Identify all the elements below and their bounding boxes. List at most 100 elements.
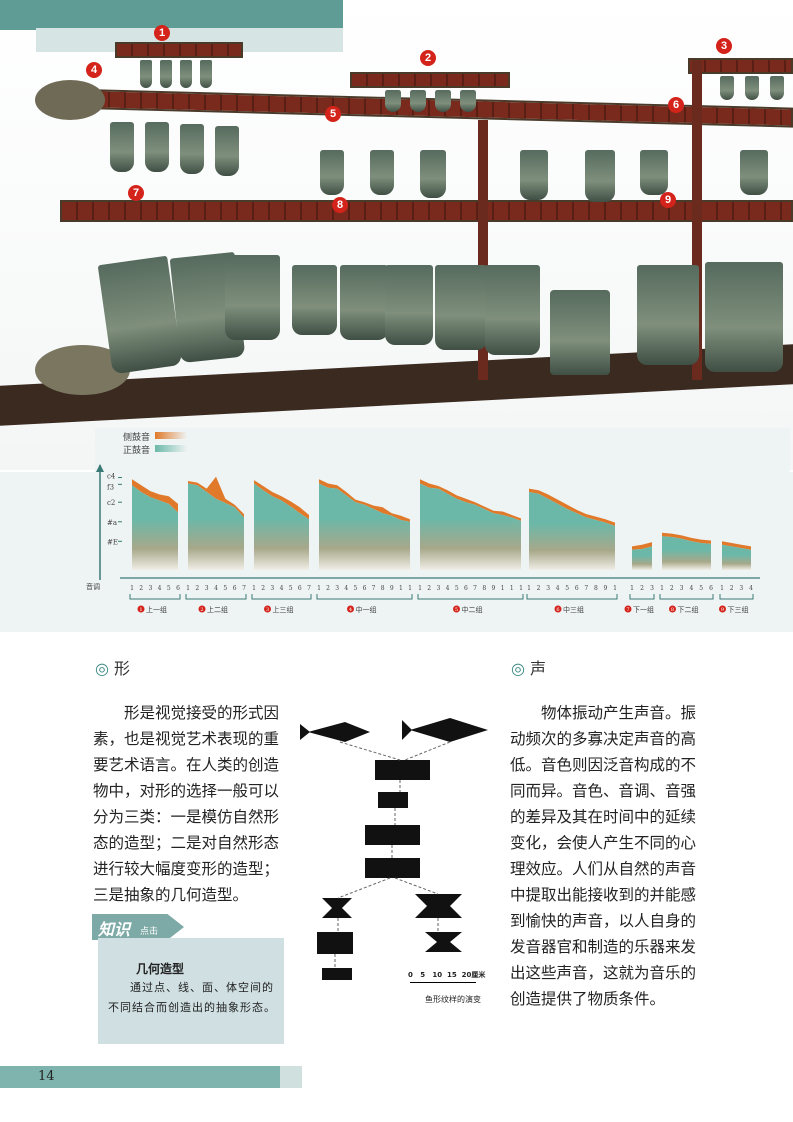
front-drum-area [722, 544, 751, 570]
x-tick-label: 9 [604, 585, 608, 592]
x-tick-label: 7 [242, 585, 246, 592]
x-tick-label: 5 [565, 585, 569, 592]
group-label: 中一组 [356, 605, 377, 614]
front-drum-area [662, 536, 711, 570]
group-bracket [629, 594, 655, 600]
post [478, 120, 488, 380]
x-tick-label: 9 [492, 585, 496, 592]
x-tick-label: 6 [464, 585, 468, 592]
x-tick-label: 6 [176, 585, 180, 592]
legend-front-swatch [155, 445, 187, 452]
side-drum-area [722, 541, 751, 550]
x-tick-label: 1 [317, 585, 321, 592]
x-tick-label: 8 [482, 585, 486, 592]
y-tick-label: c2 [107, 499, 115, 507]
marker-6: 6 [668, 97, 684, 113]
x-tick-label: 5 [289, 585, 293, 592]
x-tick-label: 5 [223, 585, 227, 592]
tip-title: 几何造型 [136, 962, 185, 976]
group-bracket [659, 594, 714, 600]
group-bracket [719, 594, 754, 600]
front-drum-area [254, 483, 309, 570]
x-tick-label: 2 [537, 585, 541, 592]
tip-flag-sub: 点击 [140, 927, 159, 937]
group-marker [719, 605, 726, 613]
beam [115, 42, 243, 58]
group-bracket [129, 594, 181, 600]
circle-bullet-icon: ◎ [511, 659, 531, 678]
y-tick-label: c4 [107, 473, 116, 481]
x-tick-label: 7 [307, 585, 311, 592]
footer-accent [280, 1066, 302, 1088]
marker-1: 1 [154, 25, 170, 41]
group-bracket [526, 594, 618, 600]
x-tick-label: 1 [408, 585, 412, 592]
group-label: 上二组 [207, 605, 228, 614]
x-tick-label: 4 [749, 585, 753, 592]
group-marker [453, 605, 460, 613]
section-heading-sound: ◎ 声 [511, 659, 547, 678]
x-tick-label: 4 [214, 585, 218, 592]
x-tick-label: 3 [205, 585, 209, 592]
side-drum-area [420, 479, 521, 521]
group-marker-number: 6 [556, 607, 559, 613]
x-tick-label: 9 [390, 585, 394, 592]
tip-flag-label: 知识 [98, 920, 131, 939]
front-drum-area [319, 483, 410, 570]
x-tick-label: 5 [353, 585, 357, 592]
x-tick-label: 7 [584, 585, 588, 592]
header-band [0, 0, 343, 30]
y-tick-label: #E [107, 538, 118, 546]
x-tick-label: 2 [261, 585, 265, 592]
tip-body: 通过点、线、面、体空间的不同结合而创造出的抽象形态。 [108, 981, 276, 1014]
x-tick-label: 2 [730, 585, 734, 592]
group-marker [624, 605, 632, 613]
x-tick-label: 1 [252, 585, 256, 592]
beam [688, 58, 793, 74]
front-drum-area [188, 483, 244, 570]
tip-flag: 知识 点击 [92, 914, 184, 940]
fish-icon [300, 722, 370, 742]
x-tick-label: 4 [344, 585, 348, 592]
group-marker-number: 3 [266, 607, 269, 613]
group-bracket [417, 594, 524, 600]
x-tick-label: 2 [139, 585, 143, 592]
group-label: 上一组 [146, 605, 167, 614]
x-tick-label: 2 [427, 585, 431, 592]
tip-box: 几何造型 通过点、线、面、体空间的不同结合而创造出的抽象形态。 [98, 938, 284, 1044]
marker-3: 3 [716, 38, 732, 54]
front-drum-area [632, 546, 652, 570]
group-marker [137, 605, 145, 613]
x-tick-label: 1 [130, 585, 134, 592]
x-tick-label: 7 [473, 585, 477, 592]
group-marker-number: 1 [139, 607, 142, 613]
side-drum-area [254, 480, 309, 520]
marker-4: 4 [86, 62, 102, 78]
fish-pattern-figure [300, 718, 488, 980]
x-tick-label: 4 [446, 585, 450, 592]
footer-band: 14 [0, 1066, 280, 1088]
x-tick-label: 6 [233, 585, 237, 592]
x-tick-label: 1 [527, 585, 531, 592]
x-tick-label: 3 [546, 585, 550, 592]
group-label: 中二组 [462, 605, 483, 614]
post [692, 60, 702, 380]
legend-front-label: 正鼓音 [123, 446, 151, 456]
figure-caption: 鱼形纹样的演变 [425, 995, 481, 1004]
scale-bar: 0 5 10 15 20厘米 [408, 970, 503, 983]
x-tick-label: 1 [519, 585, 523, 592]
x-tick-label: 5 [167, 585, 171, 592]
y-axis-label: 音调 [86, 582, 100, 591]
circle-bullet-icon: ◎ [95, 659, 115, 678]
x-tick-label: 3 [680, 585, 684, 592]
legend-side-label: 侧鼓音 [123, 433, 151, 443]
x-tick-label: 6 [575, 585, 579, 592]
front-drum-area [132, 485, 178, 570]
x-tick-label: 4 [280, 585, 284, 592]
group-marker [198, 605, 206, 613]
x-tick-label: 5 [455, 585, 459, 592]
x-tick-label: 1 [418, 585, 422, 592]
sound-paragraph: 物体振动产生声音。振动频次的多寡决定声音的高低。音色则因泛音构成的不同而异。音色… [510, 704, 697, 1008]
x-tick-label: 4 [689, 585, 693, 592]
